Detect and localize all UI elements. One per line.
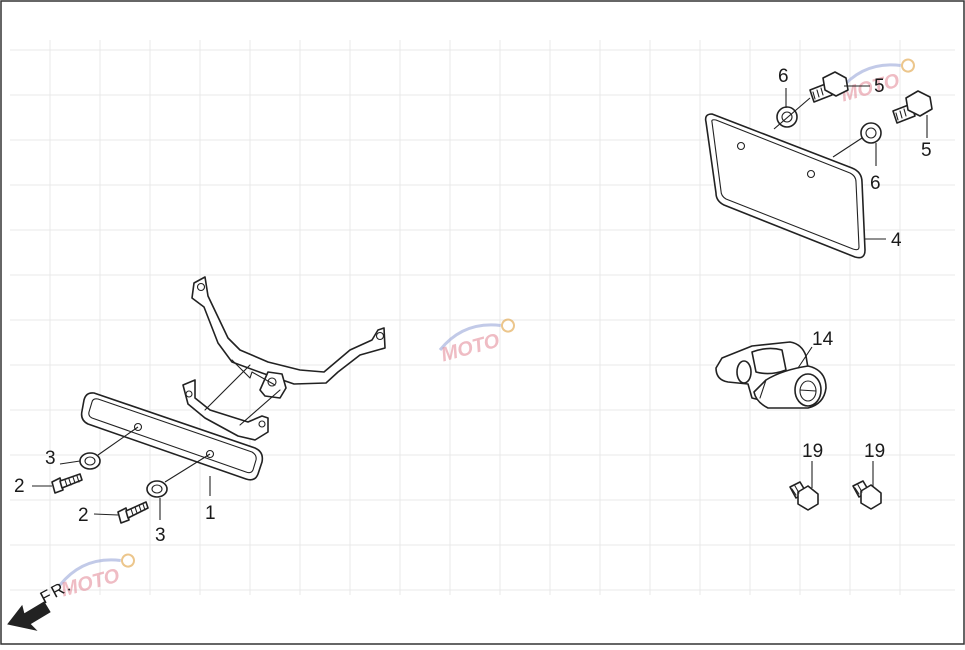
screw-lower-left [117, 501, 149, 524]
watermark-logo-center: MOTO [439, 318, 515, 367]
washer-lower-left [146, 480, 168, 498]
callout-6-lower: 6 [870, 173, 881, 194]
washer-upper-left [79, 452, 101, 470]
callout-5-upper: 5 [874, 76, 885, 97]
callout-19-left: 19 [802, 441, 823, 462]
callout-14: 14 [812, 329, 834, 350]
arrow-down-left-icon [7, 601, 51, 631]
svg-text:MOTO: MOTO [439, 330, 503, 367]
callout-3-lower: 3 [155, 525, 166, 546]
callout-3-upper: 3 [45, 448, 56, 469]
background-grid [10, 40, 955, 595]
bolt-plate-left [809, 71, 849, 103]
leader-lines-left [32, 426, 211, 520]
callout-4: 4 [891, 230, 902, 251]
callout-19-right: 19 [864, 441, 885, 462]
callout-2-upper: 2 [14, 476, 25, 497]
leader-lines-plate [773, 85, 928, 240]
bolt-plate-right [892, 90, 933, 124]
callout-2-lower: 2 [78, 505, 89, 526]
screw-upper-left [51, 473, 83, 494]
screw-19-left [789, 461, 819, 511]
callout-1: 1 [205, 503, 216, 524]
callout-5-lower: 5 [921, 140, 932, 161]
callout-6-upper: 6 [778, 66, 789, 87]
washer-plate-right [860, 122, 882, 144]
license-bracket-stay [182, 276, 386, 441]
seat-lock-assembly [715, 341, 827, 409]
screw-19-right [852, 461, 882, 510]
front-direction-indicator: FR. [7, 575, 75, 631]
reflector-plate [80, 392, 264, 481]
license-plate-base [704, 113, 866, 259]
